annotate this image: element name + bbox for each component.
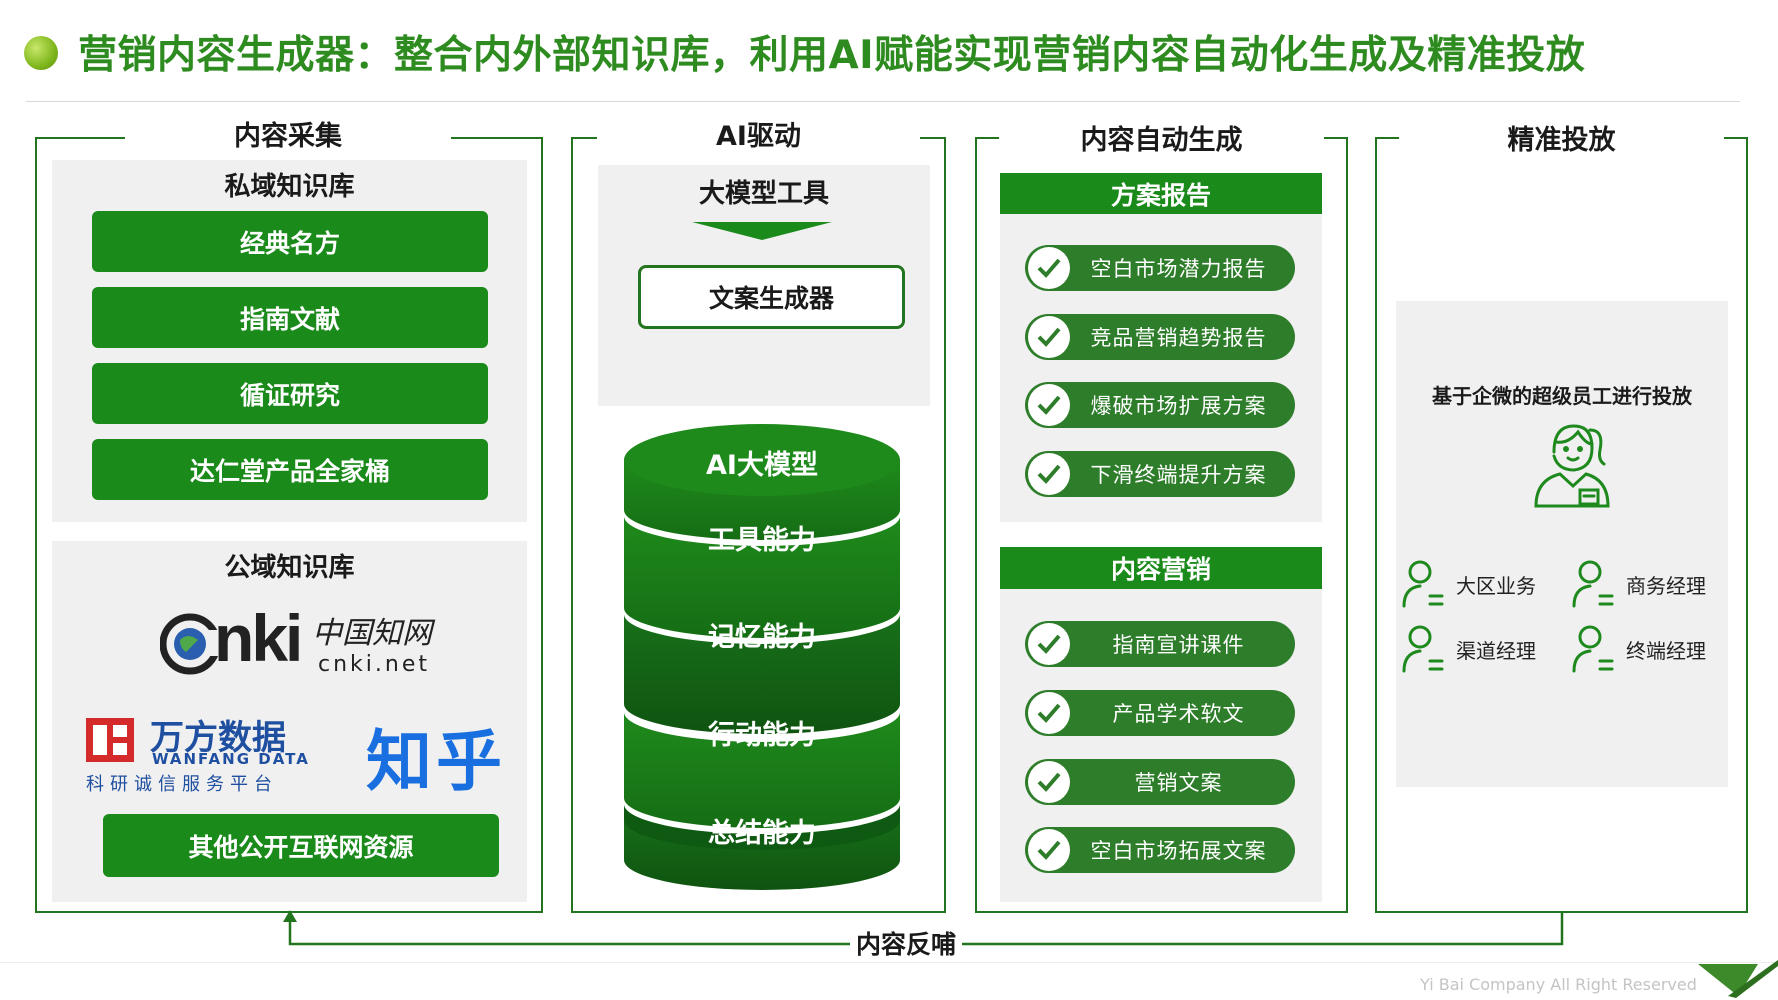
cnki-url-text: cnki.net (318, 652, 430, 677)
content-marketing-header: 内容营销 (1000, 547, 1322, 589)
delivery-panel (1396, 301, 1728, 787)
person-icon (1402, 560, 1444, 608)
tier-label: AI大模型 (706, 450, 818, 481)
marketing-item-label: 营销文案 (1134, 771, 1223, 795)
role-label: 大区业务 (1456, 573, 1536, 598)
report-item-label: 爆破市场扩展方案 (1090, 394, 1267, 418)
report-item[interactable]: 爆破市场扩展方案 (1025, 382, 1295, 428)
tier-label: 行动能力 (708, 720, 816, 751)
column-header: 内容自动生成 (1005, 124, 1318, 158)
tier-label: 总结能力 (708, 818, 816, 849)
model-stack-graphic (624, 424, 900, 890)
role-label: 终端经理 (1626, 638, 1706, 663)
model-tool-title: 大模型工具 (698, 179, 829, 209)
cnki-text: nki (214, 601, 303, 675)
role-item[interactable]: 大区业务 (1400, 558, 1555, 610)
column-top-border (571, 137, 597, 139)
check-icon (1028, 829, 1070, 871)
cnki-logo: nki 中国知网 cnki.net (160, 601, 450, 682)
marketing-item[interactable]: 空白市场拓展文案 (1025, 827, 1295, 873)
role-item[interactable]: 商务经理 (1570, 558, 1730, 610)
report-item[interactable]: 下滑终端提升方案 (1025, 451, 1295, 497)
zhihu-logo: 知乎 (366, 723, 506, 800)
person-icon (1402, 625, 1444, 673)
cnki-globe-icon (160, 613, 220, 675)
check-icon (1028, 384, 1070, 426)
check-icon (1028, 761, 1070, 803)
person-icon (1572, 560, 1614, 608)
role-item[interactable]: 渠道经理 (1400, 623, 1555, 675)
corner-decoration-icon (1698, 960, 1778, 998)
person-icon (1572, 625, 1614, 673)
page-title: 营销内容生成器：整合内外部知识库，利用AI赋能实现营销内容自动化生成及精准投放 (78, 33, 1586, 78)
marketing-item[interactable]: 指南宣讲课件 (1025, 621, 1295, 667)
column-top-border (1375, 137, 1399, 139)
check-icon (1028, 692, 1070, 734)
private-knowledge-title: 私域知识库 (224, 172, 355, 202)
private-item[interactable]: 指南文献 (92, 287, 488, 348)
wanfang-chinese-text: 万方数据 (150, 718, 286, 758)
footer-text: Yi Bai Company All Right Reserved (1420, 975, 1697, 994)
tier-label: 记忆能力 (708, 622, 816, 653)
column-header: 精准投放 (1405, 124, 1718, 158)
tier-label: 工具能力 (708, 525, 816, 556)
check-icon (1028, 623, 1070, 665)
wanfang-logo: 万方数据 WANFANG DATA 科研诚信服务平台 (84, 714, 324, 795)
column-top-border (1724, 137, 1748, 139)
wanfang-subtitle-text: 科研诚信服务平台 (86, 774, 278, 795)
check-icon (1028, 247, 1070, 289)
check-icon (1028, 316, 1070, 358)
private-item[interactable]: 循证研究 (92, 363, 488, 424)
other-resources-button[interactable]: 其他公开互联网资源 (103, 814, 499, 877)
report-item-label: 竞品营销趋势报告 (1090, 326, 1267, 350)
footer-divider (0, 962, 1778, 963)
column-top-border (1324, 137, 1348, 139)
column-header: AI驱动 (605, 120, 912, 154)
column-top-border (451, 137, 543, 139)
report-item-label: 空白市场潜力报告 (1090, 257, 1267, 281)
role-label: 商务经理 (1626, 573, 1706, 598)
title-bullet-icon (24, 36, 58, 70)
column-top-border (920, 137, 946, 139)
wanfang-mark-icon (86, 718, 134, 762)
column-ai-driven (571, 137, 946, 913)
private-item[interactable]: 经典名方 (92, 211, 488, 272)
public-knowledge-title: 公域知识库 (224, 553, 355, 583)
check-icon (1028, 453, 1070, 495)
column-precise-delivery (1375, 137, 1748, 913)
private-item[interactable]: 达仁堂产品全家桶 (92, 439, 488, 500)
feedback-label: 内容反哺 (850, 925, 963, 961)
down-arrow-icon (692, 222, 832, 240)
report-item-label: 下滑终端提升方案 (1090, 463, 1267, 487)
column-auto-generation (975, 137, 1348, 913)
marketing-item[interactable]: 产品学术软文 (1025, 690, 1295, 736)
super-employee-icon (1534, 424, 1610, 508)
marketing-item[interactable]: 营销文案 (1025, 759, 1295, 805)
copy-generator-box[interactable]: 文案生成器 (638, 265, 905, 329)
plan-report-header: 方案报告 (1000, 173, 1322, 214)
role-label: 渠道经理 (1456, 638, 1536, 663)
delivery-description: 基于企微的超级员工进行投放 (1432, 384, 1692, 408)
role-item[interactable]: 终端经理 (1570, 623, 1730, 675)
cnki-chinese-text: 中国知网 (312, 616, 432, 651)
marketing-item-label: 空白市场拓展文案 (1090, 839, 1267, 863)
marketing-item-label: 产品学术软文 (1112, 702, 1245, 726)
column-top-border (975, 137, 999, 139)
column-top-border (35, 137, 125, 139)
wanfang-english-text: WANFANG DATA (152, 750, 310, 768)
report-item[interactable]: 竞品营销趋势报告 (1025, 314, 1295, 360)
report-item[interactable]: 空白市场潜力报告 (1025, 245, 1295, 291)
column-header: 内容采集 (135, 120, 441, 154)
marketing-item-label: 指南宣讲课件 (1112, 633, 1245, 657)
title-divider (26, 101, 1740, 102)
